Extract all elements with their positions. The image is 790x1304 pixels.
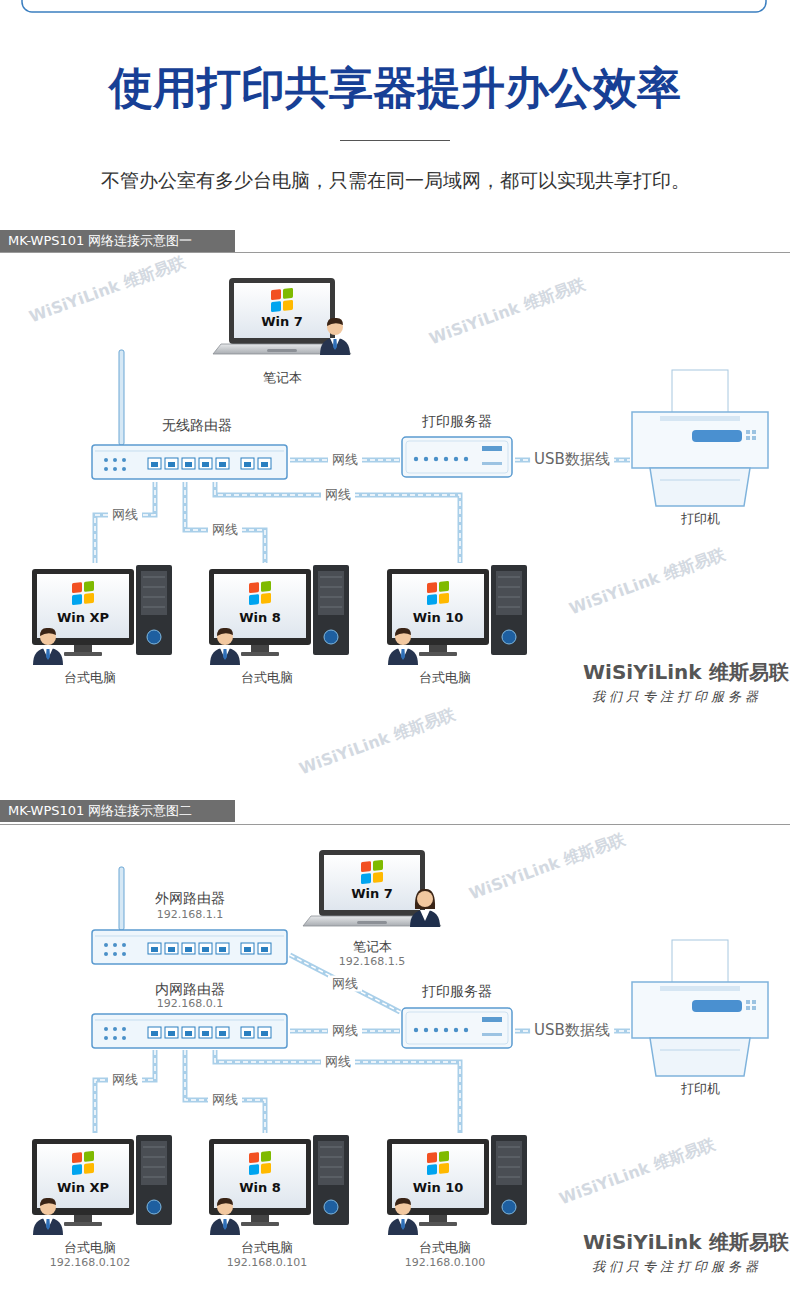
brand-name: WiSiYiLink 维斯易联 — [583, 1231, 789, 1254]
router-node: 内网路由器192.168.0.1 — [90, 980, 290, 1050]
print-server-node: 打印服务器 — [400, 980, 515, 1052]
watermark: WiSiYiLink 维斯易联 — [467, 830, 628, 904]
ip-address: 192.168.1.5 — [339, 956, 405, 969]
watermark: WiSiYiLink 维斯易联 — [557, 1135, 718, 1209]
ip-address: 192.168.0.102 — [50, 1257, 130, 1270]
cable-label: 网线 — [328, 452, 362, 469]
brand-name: WiSiYiLink 维斯易联 — [583, 661, 789, 684]
device-label: 台式电脑 — [64, 1241, 116, 1256]
printer-illustration — [630, 368, 770, 530]
cable-label: 网线 — [321, 487, 355, 504]
ip-address: 192.168.0.1 — [157, 998, 223, 1011]
desktop-node: Win 8 台式电脑192.168.0.101 — [205, 1133, 355, 1273]
cable-label: 网线 — [328, 1023, 362, 1040]
desktop-illustration — [205, 563, 355, 687]
printer-illustration — [630, 938, 770, 1100]
device-label: 台式电脑 — [241, 671, 293, 686]
brand-slogan: 我们只专注打印服务器 — [592, 690, 762, 705]
device-label: 台式电脑 — [419, 1241, 471, 1256]
network-cable — [95, 482, 155, 563]
desktop-node: Win 10 台式电脑192.168.0.100 — [383, 1133, 533, 1273]
ip-address: 192.168.0.101 — [227, 1257, 307, 1270]
device-label: 笔记本 — [353, 940, 392, 955]
device-label: 外网路由器 — [155, 890, 225, 906]
ip-address: 192.168.0.100 — [405, 1257, 485, 1270]
desktop-node: Win XP 台式电脑192.168.0.102 — [28, 1133, 178, 1273]
device-label: 打印服务器 — [422, 413, 492, 429]
router-node: 外网路由器 192.168.1.1 — [90, 862, 290, 965]
device-label: 无线路由器 — [162, 417, 232, 433]
desktop-node: Win 10 台式电脑 — [383, 563, 533, 687]
section-band: MK-WPS101 网络连接示意图一 — [0, 230, 235, 252]
cable-label: 网线 — [108, 1072, 142, 1089]
desktop-illustration — [28, 563, 178, 687]
brand-slogan: 我们只专注打印服务器 — [592, 1260, 762, 1275]
section-rule — [0, 252, 790, 253]
page-title: 使用打印共享器提升办公效率 — [109, 63, 681, 114]
device-label: 台式电脑 — [64, 671, 116, 686]
device-label: 笔记本 — [263, 371, 302, 386]
watermark: WiSiYiLink 维斯易联 — [27, 253, 188, 327]
ip-address: 192.168.1.1 — [157, 909, 223, 922]
section-rule — [0, 824, 790, 825]
desktop-illustration — [383, 563, 533, 687]
device-label: 台式电脑 — [241, 1241, 293, 1256]
os-label: Win XP — [57, 611, 109, 626]
os-label: Win 7 — [351, 887, 393, 902]
cable-label: 网线 — [208, 1092, 242, 1109]
cable-label: USB数据线 — [530, 450, 614, 469]
desktop-node: Win 8 台式电脑 — [205, 563, 355, 687]
device-label: 打印机 — [681, 512, 720, 527]
os-label: Win 8 — [239, 1181, 281, 1196]
top-frame — [22, 0, 766, 12]
os-label: Win 10 — [413, 611, 464, 626]
network-cable — [95, 1050, 155, 1133]
os-label: Win 10 — [413, 1181, 464, 1196]
print-server-node: 打印服务器 — [400, 410, 515, 480]
os-label: Win 7 — [261, 315, 303, 330]
device-label: 打印机 — [681, 1082, 720, 1097]
section-band: MK-WPS101 网络连接示意图二 — [0, 800, 235, 822]
watermark: WiSiYiLink 维斯易联 — [427, 275, 588, 349]
subtitle: 不管办公室有多少台电脑，只需在同一局域网，都可以实现共享打印。 — [101, 170, 690, 192]
os-label: Win XP — [57, 1181, 109, 1196]
cable-label: 网线 — [108, 507, 142, 524]
laptop-node: Win 7 笔记本192.168.1.5 — [305, 847, 455, 972]
cable-label: 网线 — [321, 1054, 355, 1071]
network-cable — [215, 1050, 460, 1133]
router-node: 无线路由器 — [90, 345, 290, 482]
cable-label: USB数据线 — [530, 1021, 614, 1040]
cable-label: 网线 — [208, 522, 242, 539]
printer-node: 打印机 — [630, 938, 770, 1100]
device-label: 打印服务器 — [422, 983, 492, 999]
watermark: WiSiYiLink 维斯易联 — [297, 705, 458, 779]
section-title: MK-WPS101 网络连接示意图二 — [8, 804, 192, 819]
network-cable — [215, 482, 460, 563]
title-rule — [340, 140, 450, 141]
section-title: MK-WPS101 网络连接示意图一 — [8, 234, 192, 249]
cable-label: 网线 — [328, 975, 362, 992]
watermark: WiSiYiLink 维斯易联 — [567, 545, 728, 619]
device-label: 内网路由器 — [155, 981, 225, 997]
laptop-node: Win 7 笔记本 — [215, 275, 375, 390]
device-label: 台式电脑 — [419, 671, 471, 686]
printer-node: 打印机 — [630, 368, 770, 530]
desktop-node: Win XP 台式电脑 — [28, 563, 178, 687]
router-illustration — [90, 345, 290, 482]
os-label: Win 8 — [239, 611, 281, 626]
